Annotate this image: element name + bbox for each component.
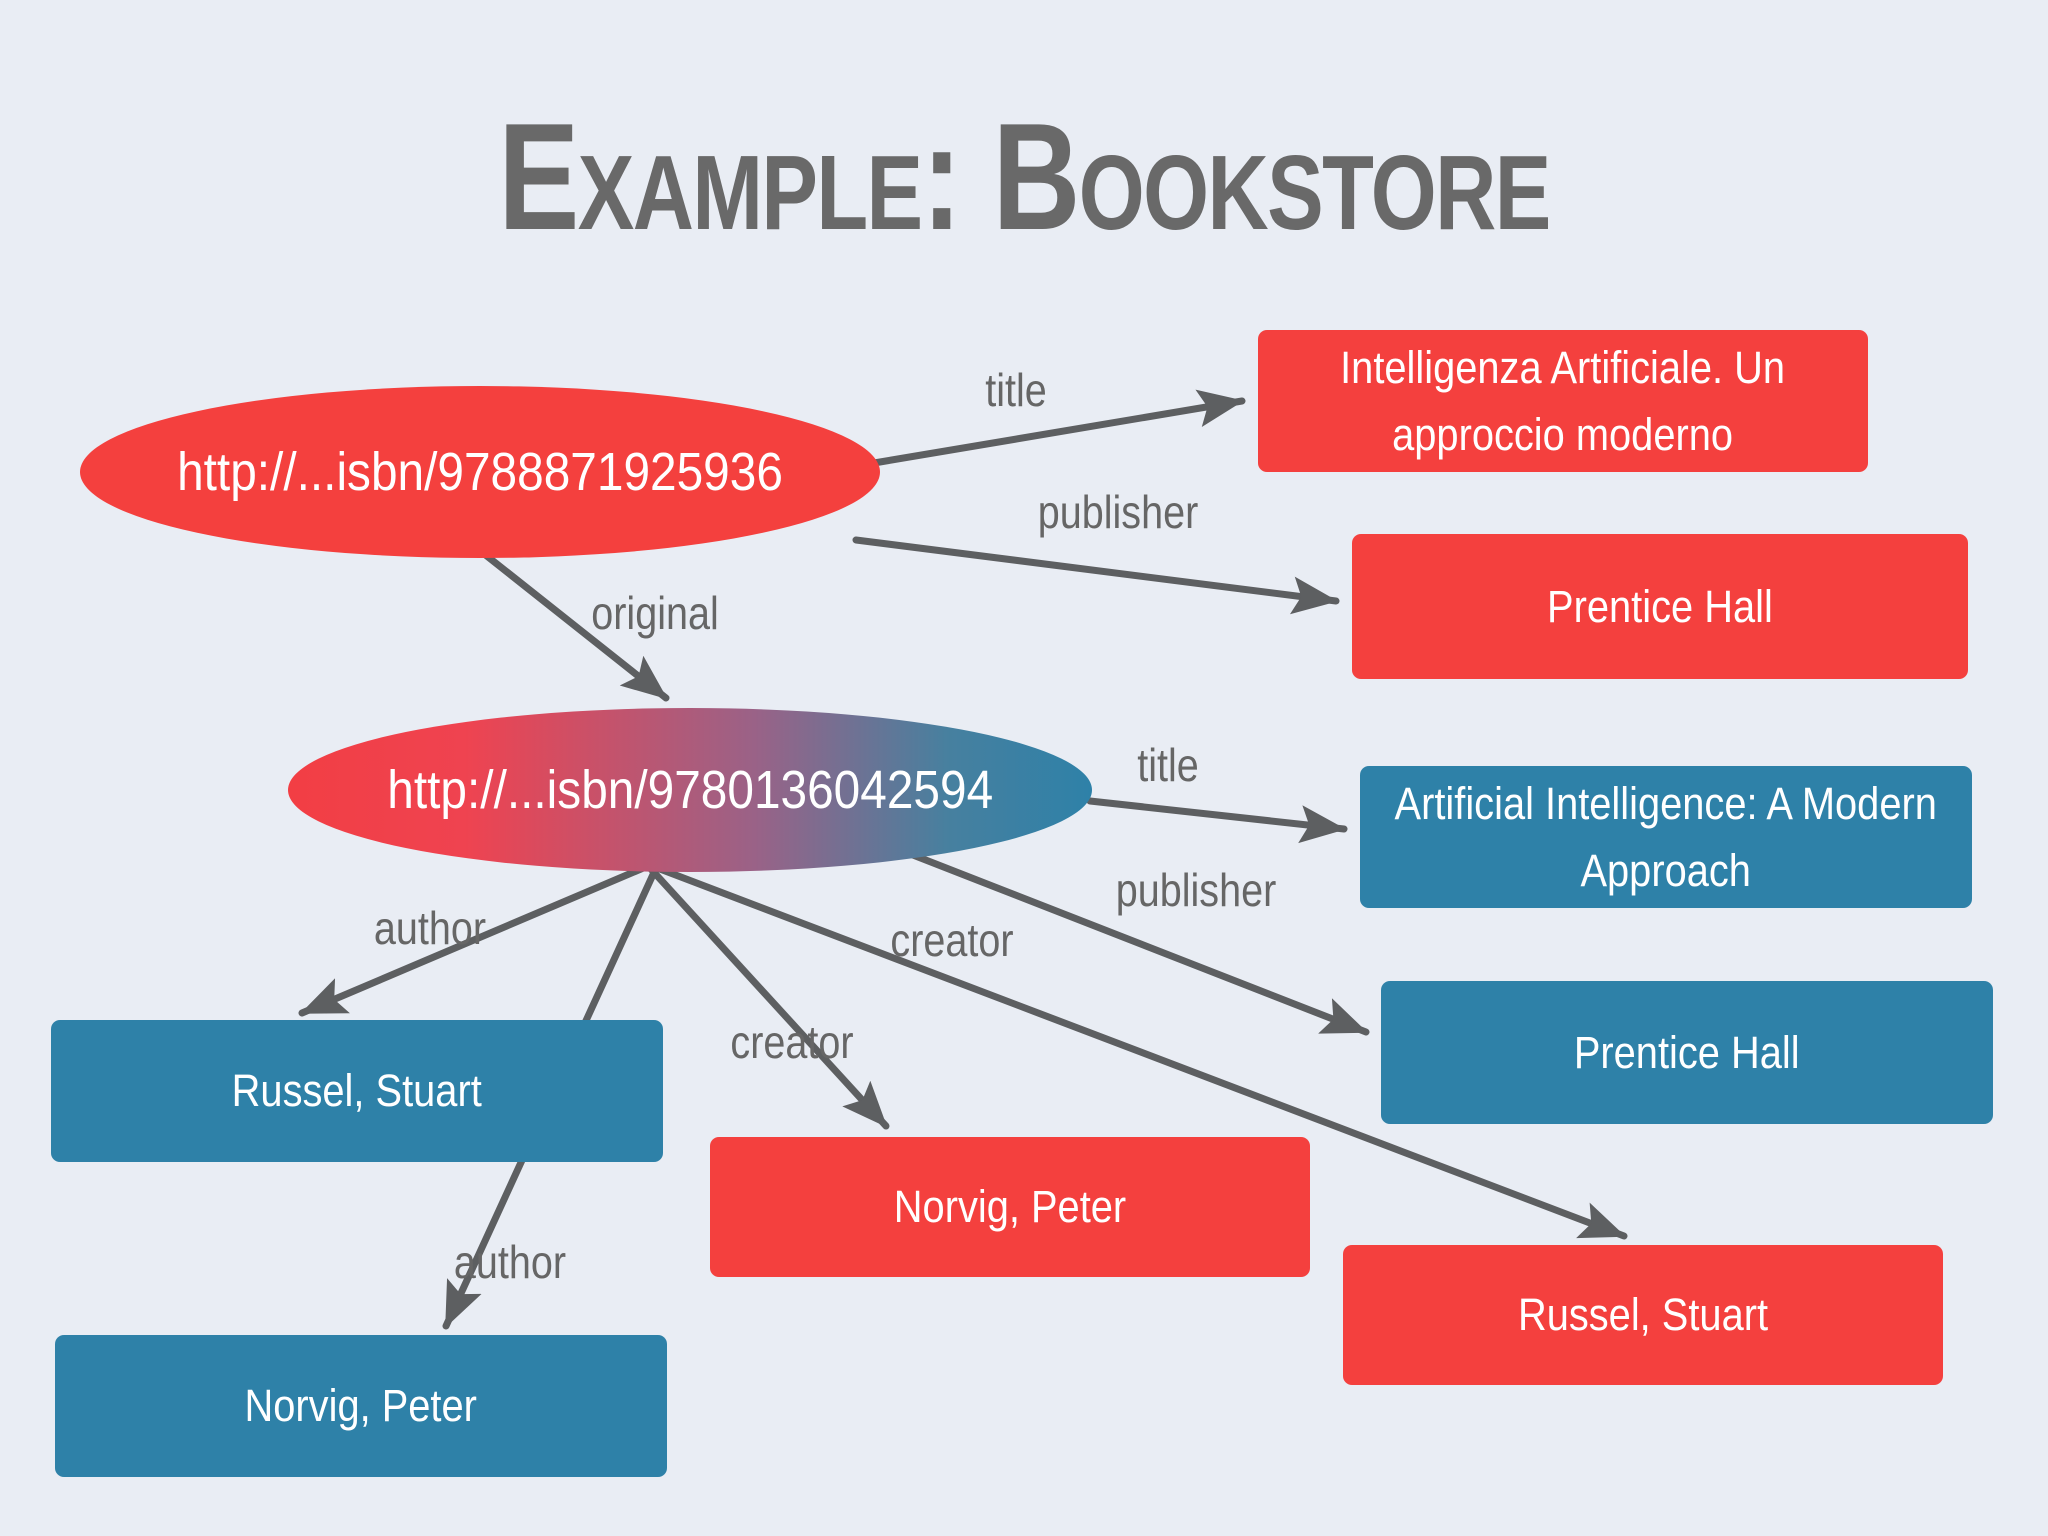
node-author-russel: Russel, Stuart <box>51 1020 663 1162</box>
edge-creator-1 <box>646 864 890 1130</box>
edge-publisher-2 <box>891 844 1370 1036</box>
node-label: Russel, Stuart <box>1517 1289 1769 1341</box>
edge-label-title-1: title <box>985 364 1047 416</box>
node-publisher-english: Prentice Hall <box>1381 981 1993 1124</box>
node-label: http://...isbn/9788871925936 <box>177 441 783 502</box>
node-creator-norvig: Norvig, Peter <box>710 1137 1310 1277</box>
node-isbn-english: http://...isbn/9780136042594 <box>288 708 1092 872</box>
edge-label-publisher-1: publisher <box>1037 486 1199 538</box>
edge-label-original: original <box>591 587 719 639</box>
node-label: Prentice Hall <box>1574 1026 1800 1078</box>
node-label: Norvig, Peter <box>893 1181 1127 1233</box>
edge-label-author-2: author <box>453 1236 567 1288</box>
edge-label-creator-2: creator <box>890 914 1014 966</box>
node-label: Norvig, Peter <box>244 1380 478 1432</box>
edge-title-1 <box>870 389 1246 467</box>
node-publisher-italian: Prentice Hall <box>1352 534 1968 679</box>
node-label: Prentice Hall <box>1547 580 1773 632</box>
edge-label-creator-1: creator <box>730 1016 854 1068</box>
node-isbn-italian: http://...isbn/9788871925936 <box>80 386 880 558</box>
node-label: Artificial Intelligence: A Modern Approa… <box>1394 777 1938 897</box>
node-label: Russel, Stuart <box>231 1065 483 1117</box>
node-title-english: Artificial Intelligence: A Modern Approa… <box>1360 766 1972 908</box>
edge-author-1 <box>298 862 652 1017</box>
edge-label-publisher-2: publisher <box>1115 864 1277 916</box>
edge-label-title-2: title <box>1137 739 1199 791</box>
node-label: http://...isbn/9780136042594 <box>387 759 993 820</box>
node-author-norvig: Norvig, Peter <box>55 1335 667 1477</box>
page-title: Example: Bookstore <box>498 92 1551 262</box>
edge-label-author-1: author <box>373 902 487 954</box>
edge-creator-2 <box>648 862 1628 1240</box>
node-creator-russel: Russel, Stuart <box>1343 1245 1943 1385</box>
edge-original <box>474 545 670 702</box>
edge-title-2 <box>1086 797 1348 844</box>
node-title-italian: Intelligenza Artificiale. Un approccio m… <box>1258 330 1868 472</box>
node-label: Intelligenza Artificiale. Un approccio m… <box>1340 341 1786 461</box>
edge-publisher-1 <box>852 536 1340 615</box>
